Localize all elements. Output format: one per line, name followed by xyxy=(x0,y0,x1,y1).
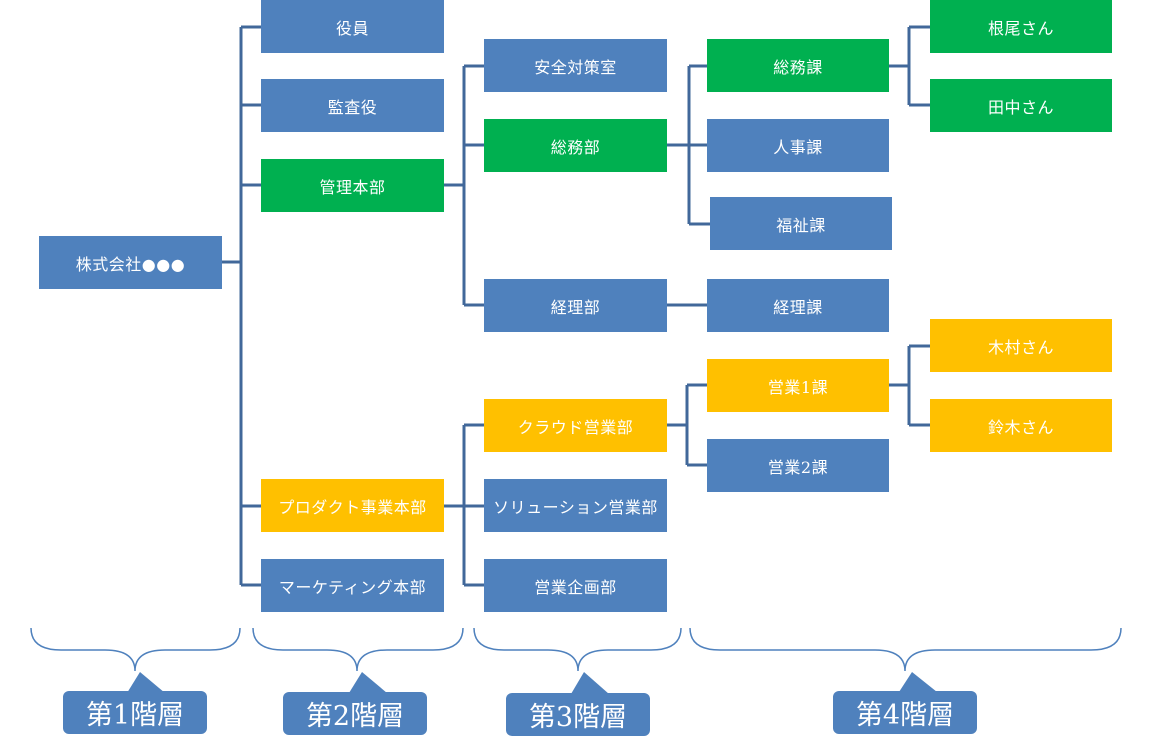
org-node-tanaka: 田中さん xyxy=(930,79,1112,132)
callout-pointer-3 xyxy=(571,672,609,694)
org-node-keirika: 経理課 xyxy=(707,279,889,332)
org-node-neo: 根尾さん xyxy=(930,0,1112,53)
org-node-soumuka: 総務課 xyxy=(707,39,889,92)
level-label-4: 第4階層 xyxy=(833,691,977,734)
org-node-cloud-eigyobu: クラウド営業部 xyxy=(484,399,667,452)
org-node-jinjika: 人事課 xyxy=(707,119,889,172)
callout-pointer-2 xyxy=(349,672,387,693)
org-node-keiribu: 経理部 xyxy=(484,279,667,332)
org-node-suzuki: 鈴木さん xyxy=(930,399,1112,452)
org-node-marketing-honbu: マーケティング本部 xyxy=(261,559,444,612)
org-node-yakuin: 役員 xyxy=(261,0,444,53)
org-node-kansayaku: 監査役 xyxy=(261,79,444,132)
org-node-eigyo1ka: 営業1課 xyxy=(707,359,889,412)
brace-level-4 xyxy=(689,627,1122,672)
brace-level-1 xyxy=(30,627,241,672)
org-node-kimura: 木村さん xyxy=(930,319,1112,372)
org-node-fukushika: 福祉課 xyxy=(710,197,892,250)
org-node-product-honbu: プロダクト事業本部 xyxy=(261,479,444,532)
org-node-soumubu: 総務部 xyxy=(484,119,667,172)
org-node-company: 株式会社●●● xyxy=(39,236,222,289)
brace-level-2 xyxy=(252,627,464,672)
brace-level-3 xyxy=(473,627,682,672)
org-node-eigyo-kikakubu: 営業企画部 xyxy=(484,559,667,612)
org-node-eigyo2ka: 営業2課 xyxy=(707,439,889,492)
org-node-kanri-honbu: 管理本部 xyxy=(261,159,444,212)
level-label-3: 第3階層 xyxy=(506,693,650,736)
callout-pointer-1 xyxy=(127,672,165,693)
org-node-anzen: 安全対策室 xyxy=(484,39,667,92)
level-label-1: 第1階層 xyxy=(63,691,207,734)
level-label-2: 第2階層 xyxy=(283,692,427,735)
callout-pointer-4 xyxy=(899,672,937,692)
org-node-solution-eigyobu: ソリューション営業部 xyxy=(484,479,667,532)
